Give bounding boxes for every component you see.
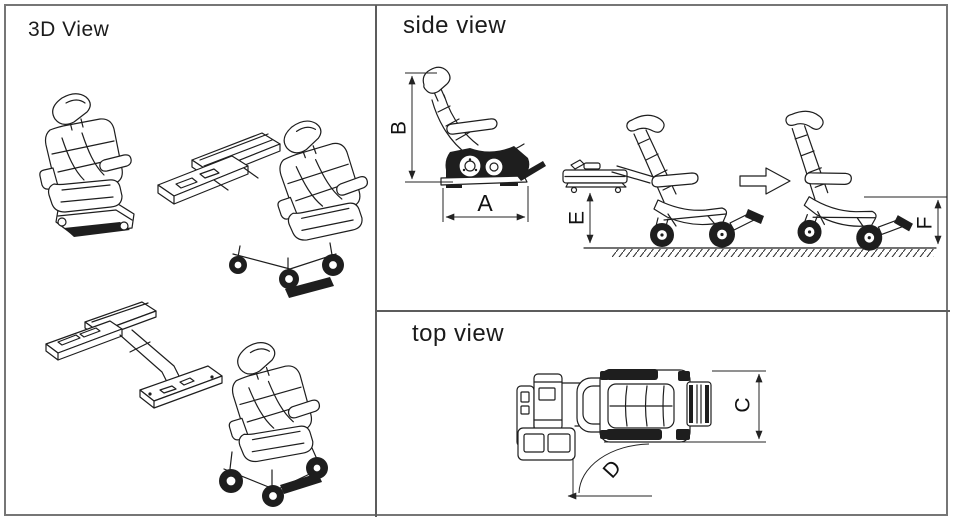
dimension-e-label: E	[566, 211, 589, 225]
panel-divider-vertical	[375, 5, 377, 517]
panel-3d-title: 3D View	[28, 18, 110, 41]
seat-top-drawing	[576, 369, 712, 443]
wheelchair-lift-side-drawing	[562, 114, 765, 249]
ground-hatching	[612, 249, 934, 257]
swivel-angle-d-label: D	[599, 456, 626, 483]
transfer-direction-arrow-icon	[739, 167, 791, 195]
panel-3d-drawings	[39, 93, 374, 507]
lift-platform-top-drawing	[516, 373, 607, 461]
docked-seat-side-drawing	[422, 66, 546, 188]
lift-mechanism-3d-drawing	[45, 301, 223, 409]
dimension-a-label: A	[477, 190, 493, 216]
dimension-e: E	[566, 192, 594, 244]
panel-side-title: side view	[403, 12, 507, 39]
seat-upright-3d-drawing	[39, 93, 135, 237]
panel-divider-horizontal	[376, 310, 950, 312]
dimension-c: C	[604, 370, 766, 443]
panel-top-title: top view	[412, 320, 505, 347]
dimension-c-label: C	[732, 397, 755, 412]
dimension-d: D	[567, 443, 652, 500]
sheet-border	[4, 4, 948, 516]
dimension-f-label: F	[914, 217, 937, 230]
dimension-a: A	[442, 186, 529, 222]
dimension-b: B	[388, 72, 453, 183]
panel-top-drawings: C D	[516, 369, 766, 500]
seat-with-lift-platform-3d-drawing	[157, 114, 374, 298]
wheelchair-ground-side-drawing	[772, 108, 925, 256]
panel-side-drawings: B A E	[388, 66, 947, 257]
wheelchair-3d-drawing	[219, 338, 328, 507]
dimension-b-label: B	[388, 121, 411, 135]
dimension-f: F	[864, 196, 947, 245]
